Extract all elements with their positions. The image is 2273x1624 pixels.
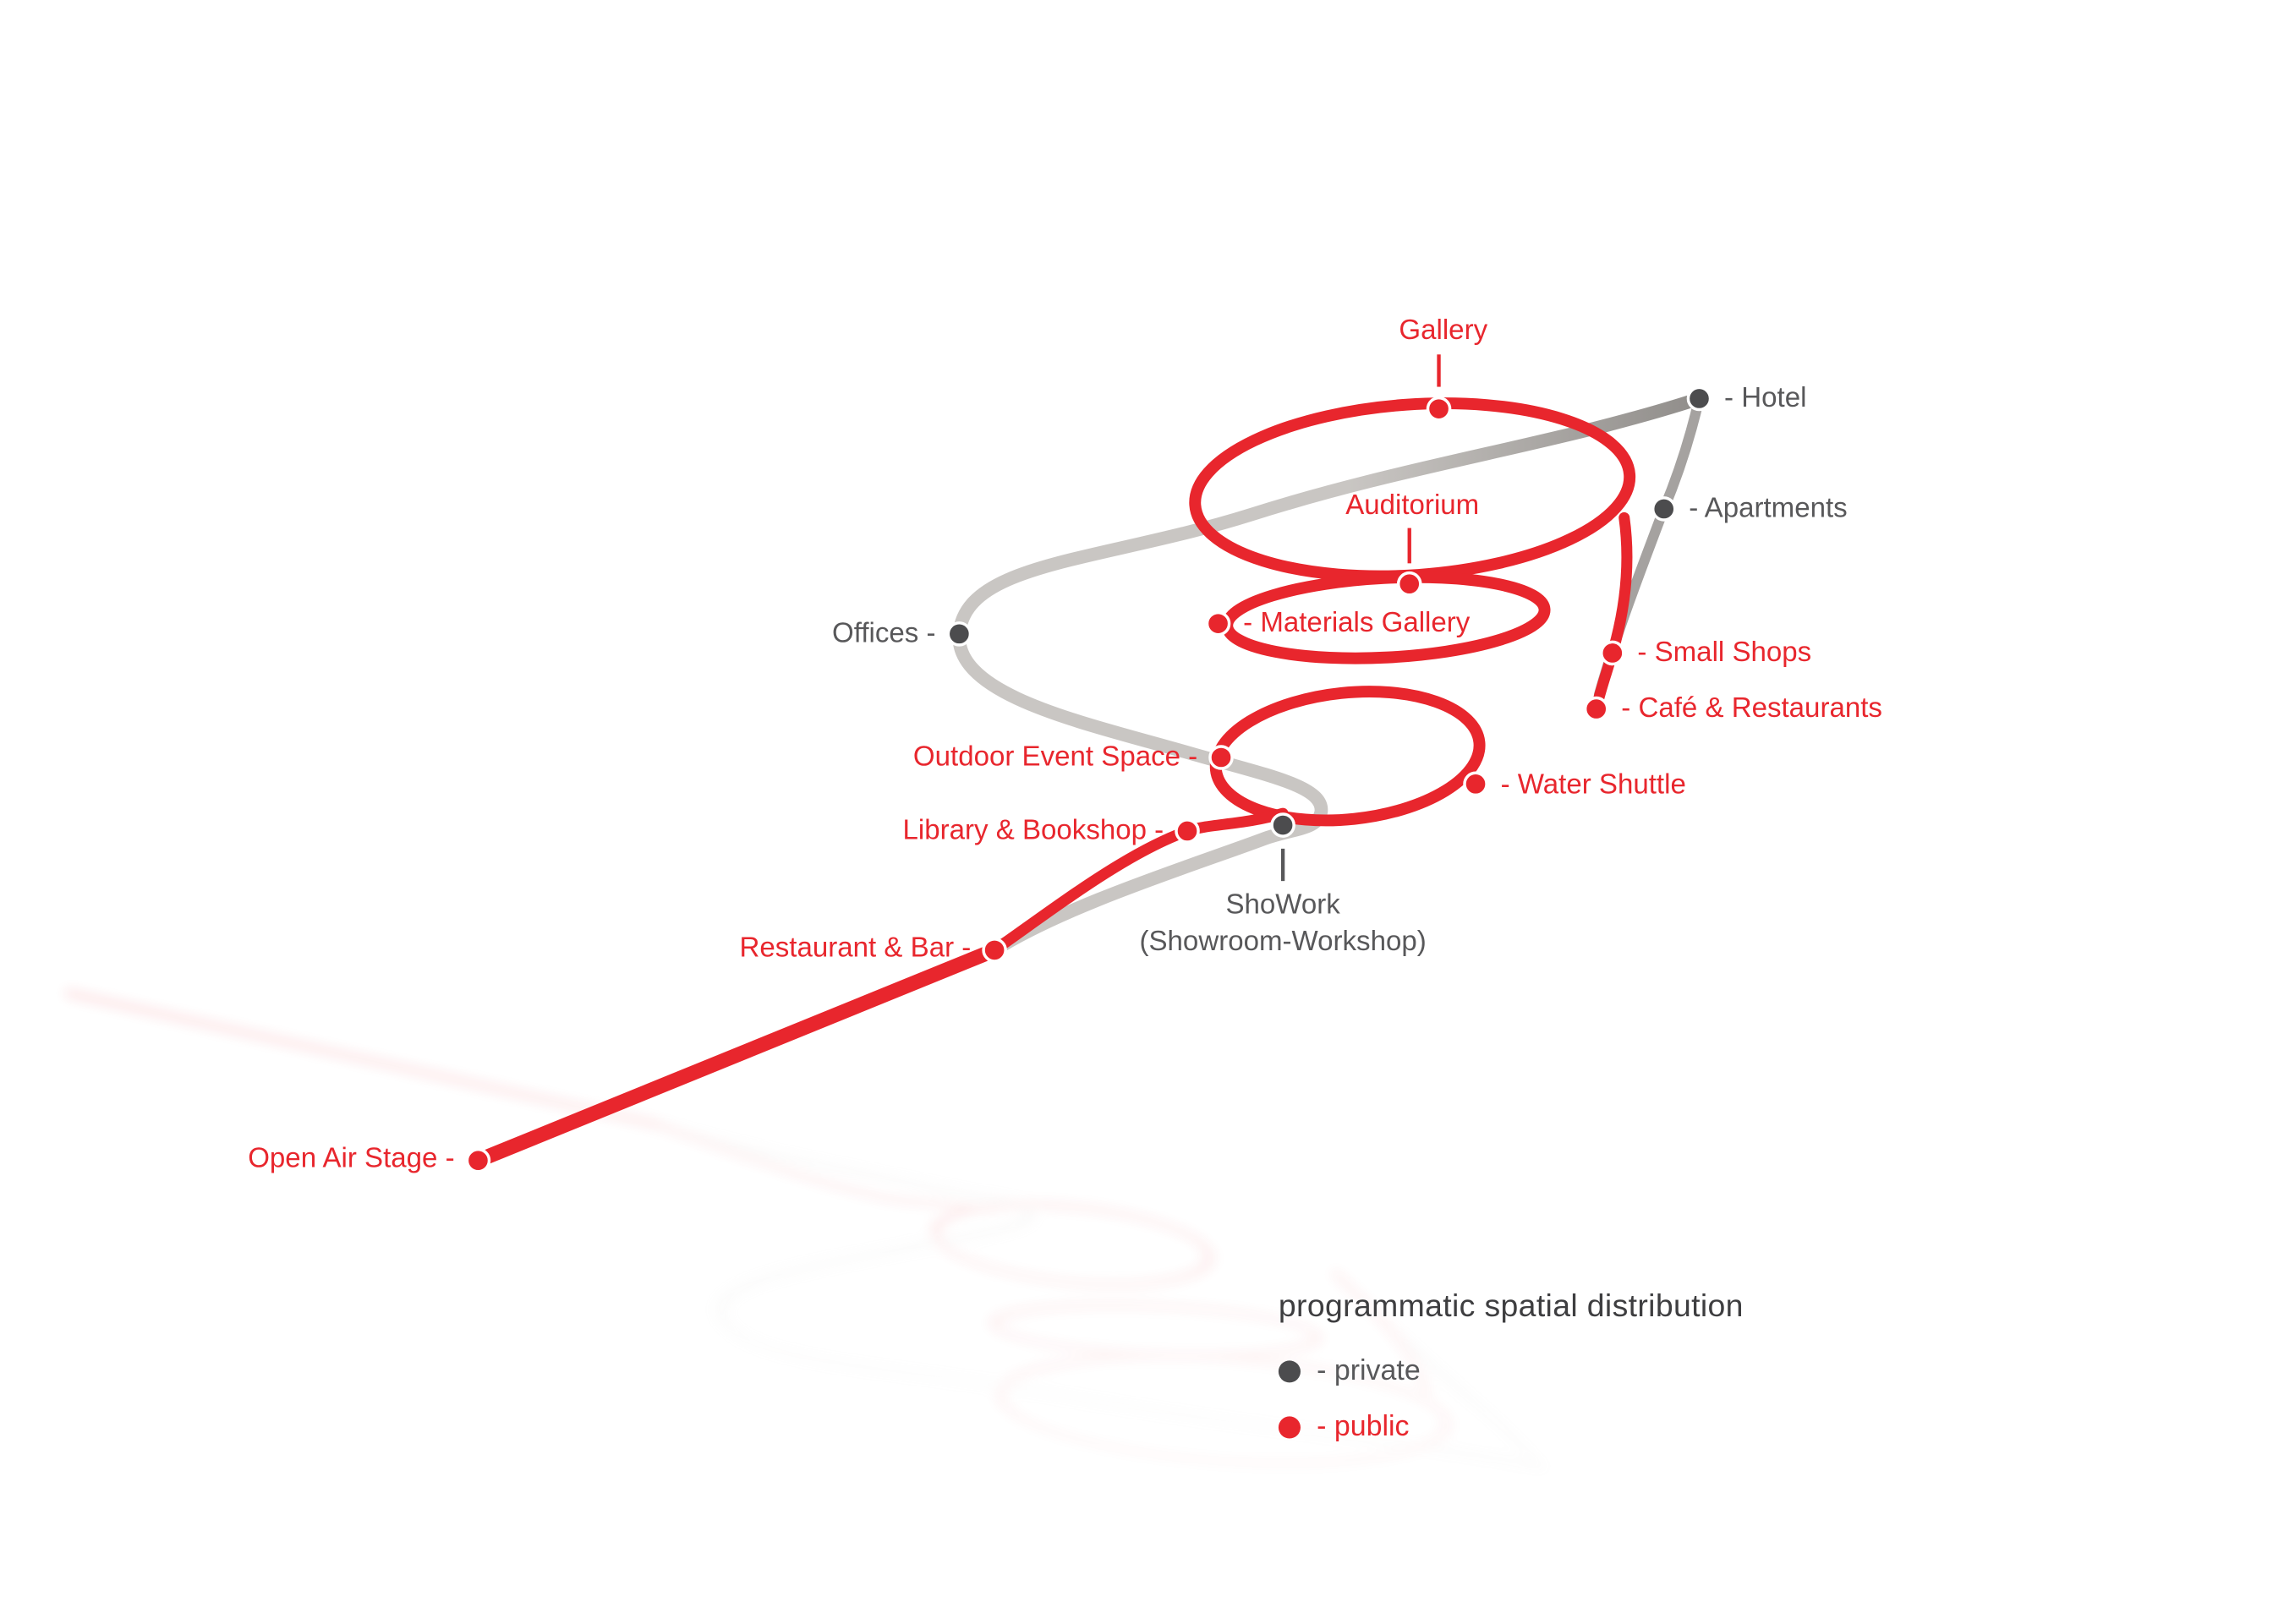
node-dot-library-bookshop (1175, 818, 1200, 844)
legend-title: programmatic spatial distribution (1278, 1288, 1744, 1324)
node-dot-hotel (1686, 385, 1712, 412)
diagram-curves (470, 391, 1706, 1168)
legend-item-public-label: - public (1317, 1410, 1410, 1443)
spiral-loop-middle (1221, 571, 1551, 664)
public-stage-line (470, 943, 1002, 1168)
public-strand-shops (1591, 511, 1633, 715)
node-dot-materials-gallery (1205, 610, 1231, 637)
node-dot-water-shuttle (1463, 771, 1488, 797)
node-dot-restaurant-bar (982, 938, 1007, 963)
label-ticks (1280, 354, 1441, 882)
node-dot-offices (946, 621, 972, 647)
public-dot-icon (1278, 1416, 1301, 1439)
node-dot-open-air-stage (465, 1147, 491, 1173)
public-strand-exit (989, 807, 1289, 956)
node-dots (465, 385, 1712, 1173)
node-dot-gallery (1426, 396, 1452, 422)
legend-item-public: - public (1278, 1410, 1744, 1444)
legend-item-private: - private (1278, 1354, 1744, 1388)
legend: programmatic spatial distribution - priv… (1278, 1288, 1744, 1444)
node-dot-apartments (1651, 496, 1677, 522)
node-dot-auditorium (1396, 571, 1422, 597)
private-dot-icon (1278, 1360, 1301, 1383)
node-dot-cafe-restaurants (1583, 696, 1609, 722)
legend-item-private-label: - private (1317, 1354, 1421, 1387)
private-ribbon-main (952, 391, 1706, 957)
node-dot-showork (1270, 812, 1295, 838)
spiral-loop-top (1189, 397, 1636, 582)
node-dot-small-shops (1600, 640, 1625, 666)
node-dot-outdoor-event-space (1208, 745, 1234, 770)
spiral-loop-bottom (1209, 686, 1486, 827)
